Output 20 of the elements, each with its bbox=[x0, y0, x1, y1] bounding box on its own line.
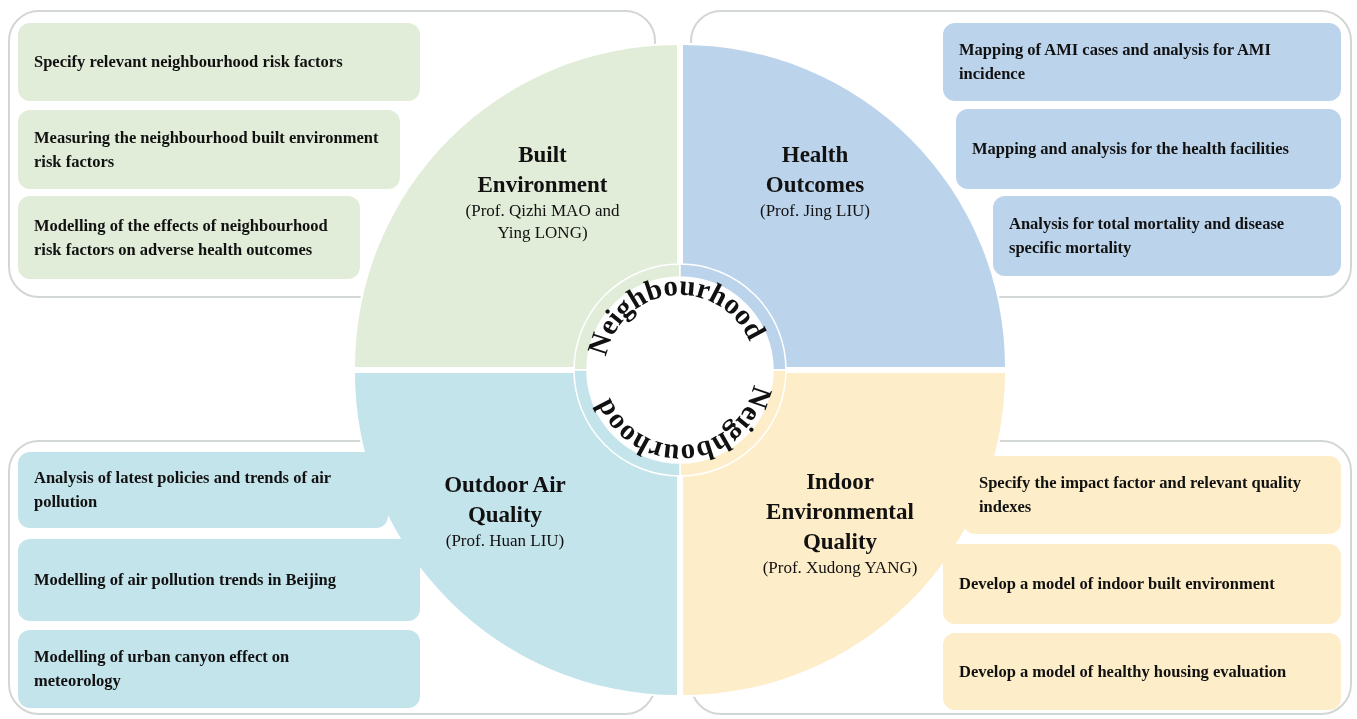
task-card: Modelling of air pollution trends in Beijing bbox=[18, 539, 420, 621]
task-card: Modelling of urban canyon effect on meteorology bbox=[18, 630, 420, 708]
task-card: Measuring the neighbourhood built environment risk factors bbox=[18, 110, 400, 189]
sector-subtitle: (Prof. Huan LIU) bbox=[444, 529, 566, 552]
sector-title: Indoor Environmental Quality bbox=[765, 468, 915, 556]
task-card: Develop a model of healthy housing evaluation bbox=[943, 633, 1341, 710]
task-card: Specify relevant neighbourhood risk factors bbox=[18, 23, 420, 101]
task-card: Mapping and analysis for the health facilities bbox=[956, 109, 1341, 189]
sector-title: Outdoor Air Quality bbox=[443, 471, 567, 529]
task-card: Analysis for total mortality and disease specific mortality bbox=[993, 196, 1341, 276]
sector-subtitle: (Prof. Jing LIU) bbox=[759, 199, 871, 222]
sector-title: Built Environment bbox=[476, 141, 609, 199]
task-card: Mapping of AMI cases and analysis for AMI incidence bbox=[943, 23, 1341, 101]
sector-subtitle: (Prof. Xudong YANG) bbox=[761, 556, 919, 579]
task-card: Analysis of latest policies and trends of air pollution bbox=[18, 452, 388, 528]
task-card: Modelling of the effects of neighbourhood risk factors on adverse health outcomes bbox=[18, 196, 360, 279]
sector-title: Health Outcomes bbox=[764, 141, 866, 199]
task-card: Develop a model of indoor built environment bbox=[943, 544, 1341, 624]
sector-subtitle: (Prof. Qizhi MAO and Ying LONG) bbox=[464, 199, 621, 244]
task-card: Specify the impact factor and relevant quality indexes bbox=[963, 456, 1341, 534]
